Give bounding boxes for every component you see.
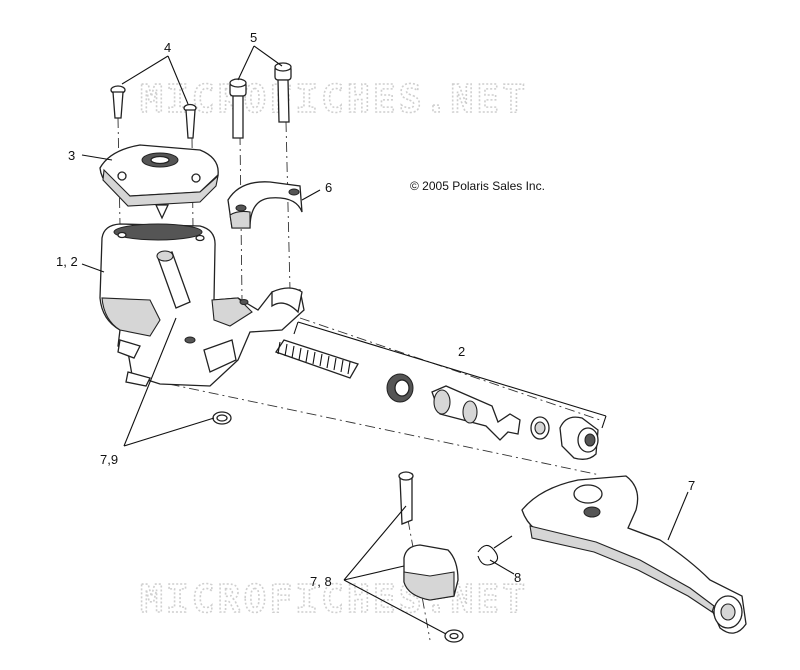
handlebar-clamp-part-6	[227, 181, 303, 229]
bolt-part-5-right	[274, 62, 292, 123]
leader-lines	[81, 45, 689, 635]
screw-part-4-left	[110, 85, 126, 119]
callout-5: 5	[250, 30, 257, 45]
callout-7: 7	[688, 478, 695, 493]
callout-7-9: 7,9	[100, 452, 118, 467]
callout-6: 6	[325, 180, 332, 195]
callout-4: 4	[164, 40, 171, 55]
watermark-bottom: MICROFICHES.NET	[140, 577, 528, 621]
watermark-top: MICROFICHES.NET	[140, 77, 528, 121]
spring-part-8	[477, 535, 513, 566]
callout-3: 3	[68, 148, 75, 163]
callout-2: 2	[458, 344, 465, 359]
clip-part-9	[212, 411, 232, 425]
screw-part-4-right	[183, 103, 197, 139]
piston-kit-part-2	[274, 321, 607, 460]
copyright-notice: © 2005 Polaris Sales Inc.	[410, 179, 545, 193]
reservoir-cover-part-3	[99, 144, 219, 220]
bolt-part-5-left	[229, 78, 247, 139]
pivot-pin-part-7	[398, 471, 414, 525]
clip-part-7-8	[444, 629, 464, 643]
brake-lever-part-7	[521, 475, 747, 634]
callout-1-2: 1, 2	[56, 254, 78, 269]
spring	[277, 341, 351, 375]
callout-8: 8	[514, 570, 521, 585]
pivot-block-part-7	[403, 544, 459, 601]
master-cylinder-body-part-1-2	[99, 223, 305, 387]
callout-7-8: 7, 8	[310, 574, 332, 589]
